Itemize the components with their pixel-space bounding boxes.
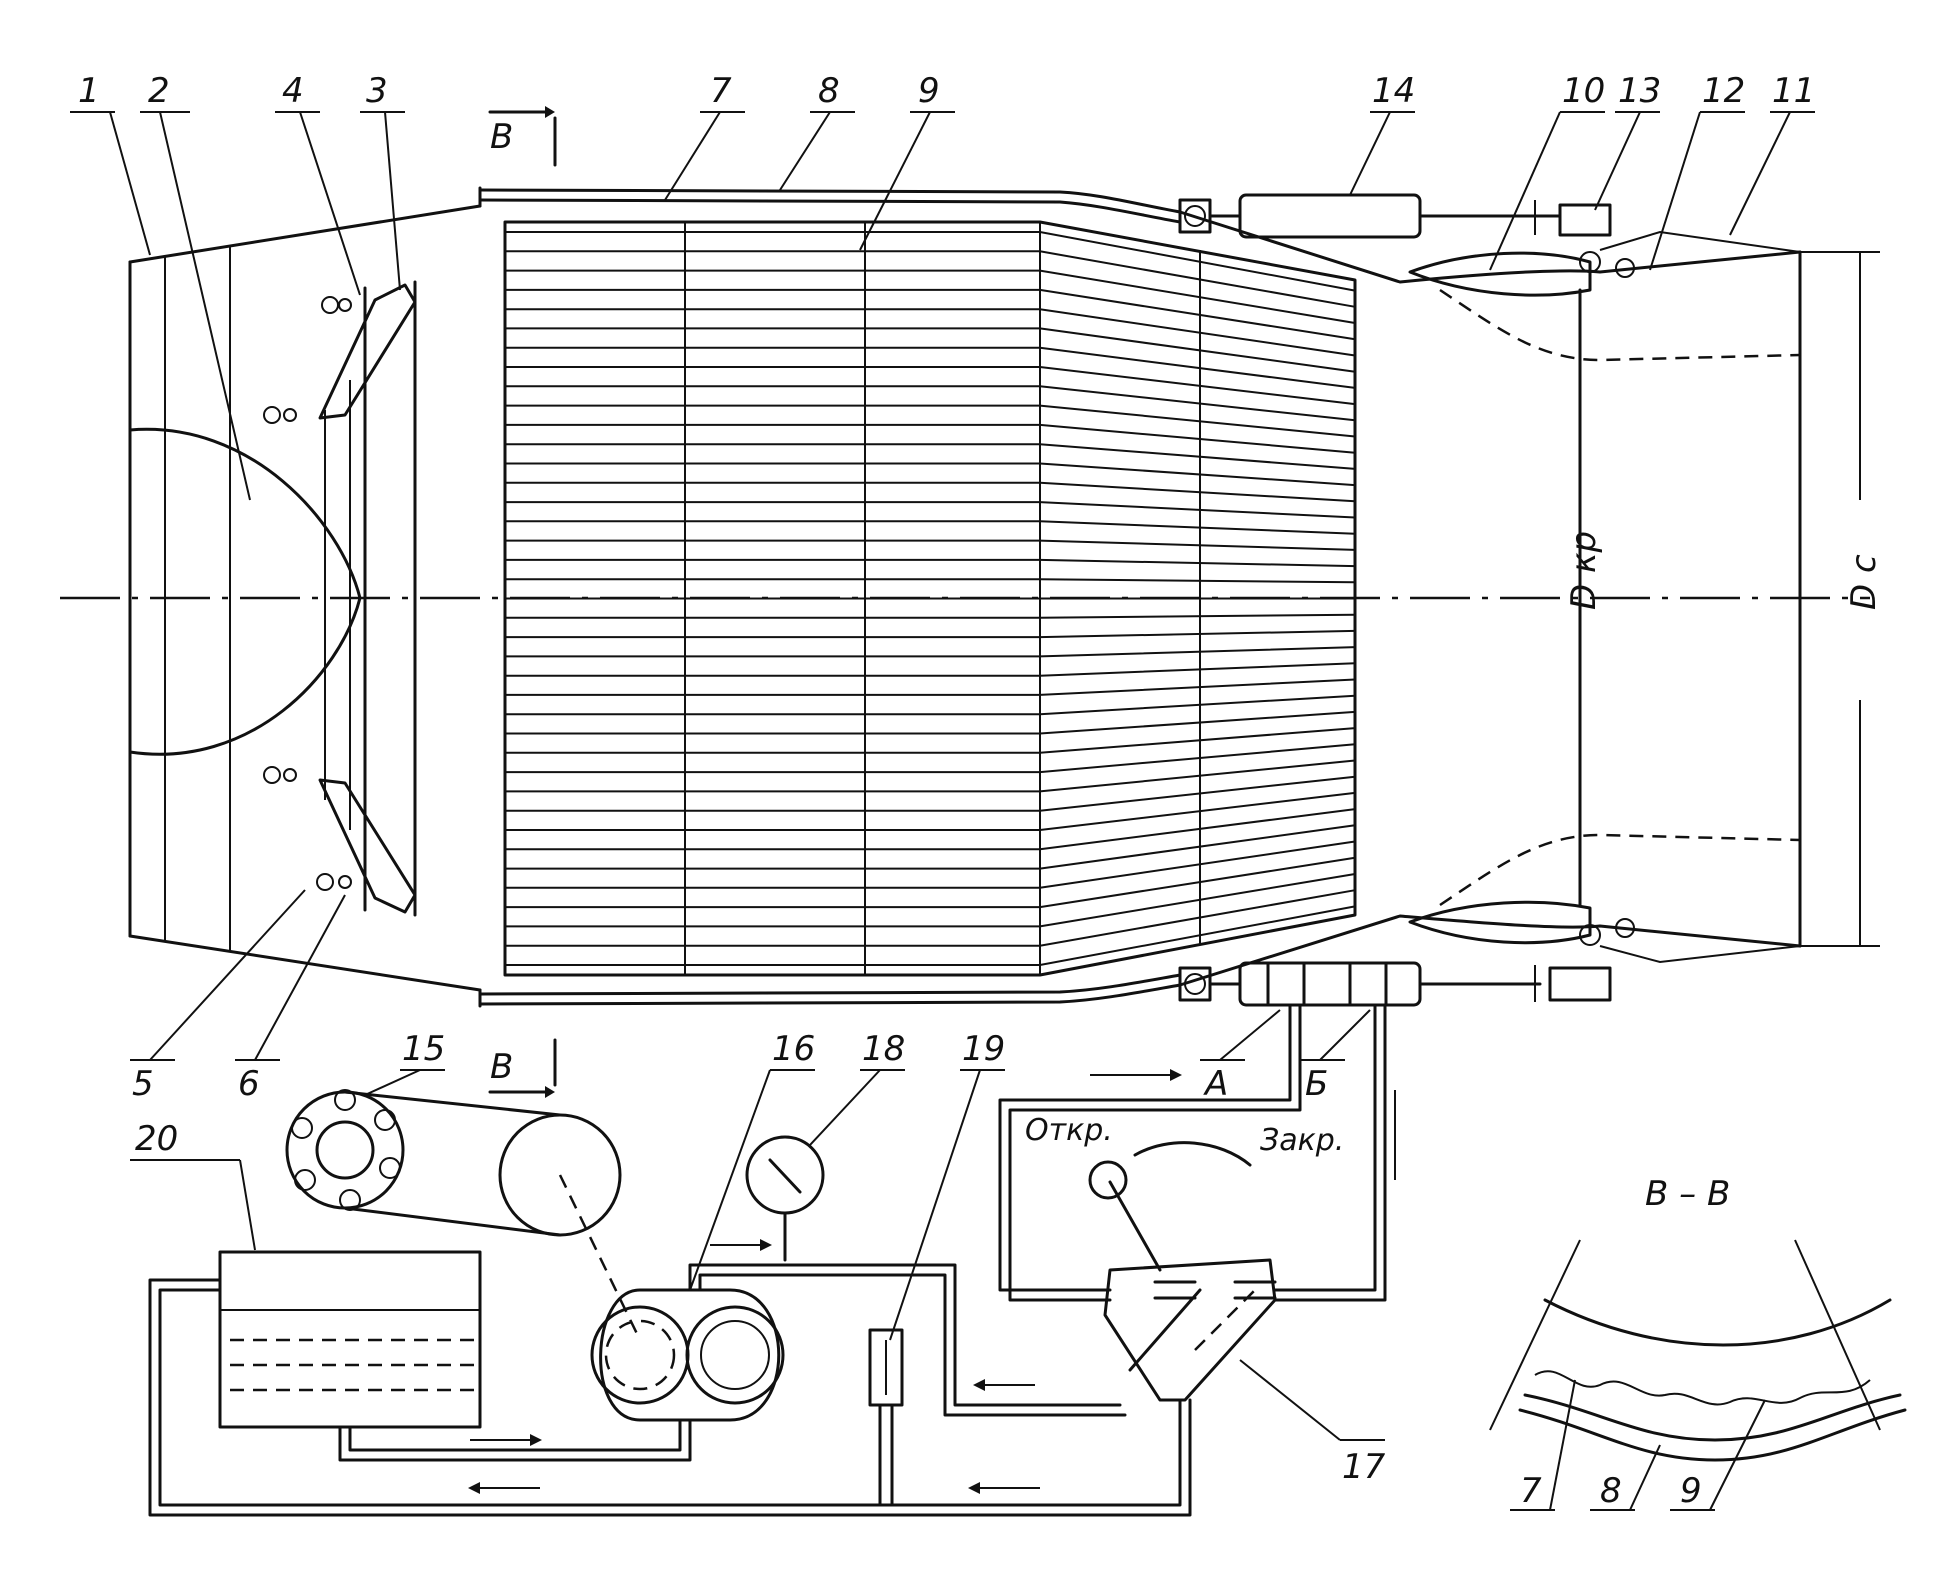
liner-line (505, 423, 1356, 454)
liner-line (505, 520, 1356, 535)
label-close: Закр. (1260, 1123, 1344, 1158)
label-1: 1 (78, 71, 100, 111)
liner-line (505, 250, 1356, 308)
label-11: 11 (1772, 71, 1815, 111)
diffuser-cone (128, 427, 362, 756)
label-7: 7 (710, 71, 732, 111)
liner-line (505, 856, 1356, 909)
fuel-injectors (263, 296, 352, 891)
liner-line (505, 385, 1356, 422)
liner-line (505, 873, 1356, 928)
pump-15 (285, 1089, 642, 1341)
label-port-a: А (1203, 1064, 1228, 1104)
liner-line (505, 743, 1356, 774)
liner-frame (503, 220, 1357, 977)
label-12: 12 (1702, 71, 1745, 111)
label-16: 16 (772, 1029, 815, 1069)
liner-line (505, 678, 1356, 696)
liner-line (505, 824, 1356, 870)
label-3: 3 (366, 71, 388, 111)
liner-line (505, 662, 1356, 677)
liner-line (505, 288, 1356, 341)
section-marks (488, 106, 557, 1098)
label-section-8: 8 (1600, 1471, 1622, 1511)
label-6: 6 (238, 1064, 260, 1104)
liner-line (505, 539, 1356, 551)
label-d-kr: D кр (1564, 531, 1604, 610)
label-14: 14 (1372, 71, 1415, 111)
control-valve-17 (1088, 1141, 1277, 1402)
label-13: 13 (1618, 71, 1661, 111)
dimension-lines (1579, 251, 1880, 947)
liner-line (505, 404, 1356, 438)
hydraulic-actuator-top (1178, 193, 1635, 278)
pressure-gauge-18 (745, 1135, 825, 1262)
hydraulic-actuator-bottom (1178, 918, 1635, 1007)
liner-line (505, 905, 1356, 966)
label-18: 18 (862, 1029, 905, 1069)
label-section-title: В – В (1645, 1174, 1730, 1214)
label-open: Откр. (1025, 1113, 1113, 1148)
label-8: 8 (818, 71, 840, 111)
liner-line (505, 443, 1356, 470)
hydraulic-piping (148, 1003, 1396, 1517)
label-4: 4 (282, 71, 304, 111)
label-9: 9 (918, 71, 940, 111)
label-10: 10 (1562, 71, 1605, 111)
liner-line (505, 889, 1356, 947)
label-17: 17 (1342, 1447, 1386, 1487)
liner-line (505, 327, 1356, 373)
gear-pump-16 (590, 1288, 785, 1422)
diffuser-section (128, 204, 482, 992)
combustion-chamber (478, 186, 1182, 1008)
liner-line (505, 269, 1356, 324)
liner-line (505, 694, 1356, 716)
label-5: 5 (132, 1064, 154, 1104)
liner-line (505, 759, 1356, 793)
liner-line (505, 558, 1356, 568)
liner-line (505, 481, 1356, 503)
corrugated-liner (505, 231, 1356, 966)
label-20: 20 (135, 1119, 178, 1159)
label-19: 19 (962, 1029, 1005, 1069)
liner-line (505, 578, 1356, 584)
label-port-b: Б (1305, 1064, 1328, 1104)
label-section-9: 9 (1680, 1471, 1702, 1511)
liner-line (505, 231, 1356, 292)
liner-line (505, 775, 1356, 812)
label-15: 15 (402, 1029, 445, 1069)
liner-line (505, 613, 1356, 619)
liner-line (505, 646, 1356, 658)
label-section-b-top: В (490, 117, 513, 157)
liner-line (505, 629, 1356, 639)
callout-labels: 1 2 4 3 В 7 8 9 14 10 13 12 11 5 6 В А Б… (78, 71, 1884, 1511)
liner-line (505, 727, 1356, 754)
label-2: 2 (148, 71, 170, 111)
label-section-7: 7 (1520, 1471, 1542, 1511)
leader-lines (70, 111, 1815, 1511)
label-d-c: D с (1844, 554, 1884, 610)
flame-stabilizers (318, 280, 417, 917)
liner-line (505, 501, 1356, 519)
relief-valve-19 (868, 1328, 904, 1407)
tank-20 (218, 1250, 482, 1429)
section-view-bb (1489, 1239, 1907, 1462)
label-section-b-bottom: В (490, 1047, 513, 1087)
